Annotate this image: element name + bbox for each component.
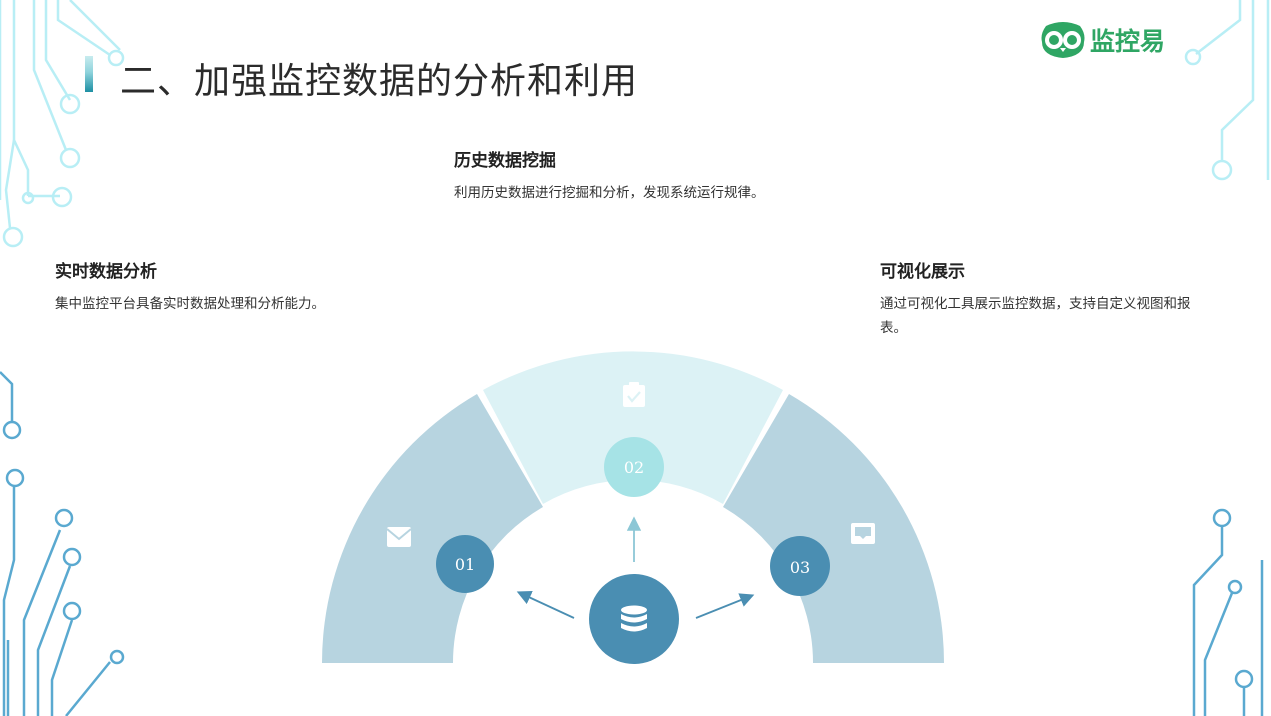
node-02: 02 xyxy=(604,437,664,497)
center-node xyxy=(589,574,679,664)
envelope-icon xyxy=(387,527,411,547)
owl-logo-icon xyxy=(1040,20,1086,60)
feature-title: 实时数据分析 xyxy=(55,257,415,282)
clipboard-check-icon xyxy=(623,382,645,407)
node-number: 02 xyxy=(624,458,644,477)
feature-title: 可视化展示 xyxy=(880,257,1210,282)
page-title: 二、加强监控数据的分析和利用 xyxy=(120,52,638,104)
arrow-to-visual xyxy=(696,596,751,618)
arrow-to-realtime xyxy=(520,593,574,618)
node-number: 01 xyxy=(455,555,475,574)
feature-title: 历史数据挖掘 xyxy=(454,146,784,171)
node-01: 01 xyxy=(436,535,494,593)
feature-description: 集中监控平台具备实时数据处理和分析能力。 xyxy=(55,292,415,316)
feature-description: 利用历史数据进行挖掘和分析，发现系统运行规律。 xyxy=(454,181,784,205)
brand-logo: 监控易 xyxy=(1040,18,1165,62)
logo-text: 监控易 xyxy=(1090,22,1165,58)
feature-visualization: 可视化展示 通过可视化工具展示监控数据，支持自定义视图和报表。 xyxy=(880,257,1210,340)
feature-history-mining: 历史数据挖掘 利用历史数据进行挖掘和分析，发现系统运行规律。 xyxy=(454,146,784,205)
database-icon xyxy=(621,606,647,632)
node-number: 03 xyxy=(790,558,810,577)
title-accent-bar xyxy=(85,56,93,92)
inbox-tray-icon xyxy=(851,523,875,544)
feature-realtime-analysis: 实时数据分析 集中监控平台具备实时数据处理和分析能力。 xyxy=(55,257,415,316)
feature-description: 通过可视化工具展示监控数据，支持自定义视图和报表。 xyxy=(880,292,1210,340)
semicircle-diagram: 01 02 03 xyxy=(300,340,970,680)
node-03: 03 xyxy=(770,536,830,596)
